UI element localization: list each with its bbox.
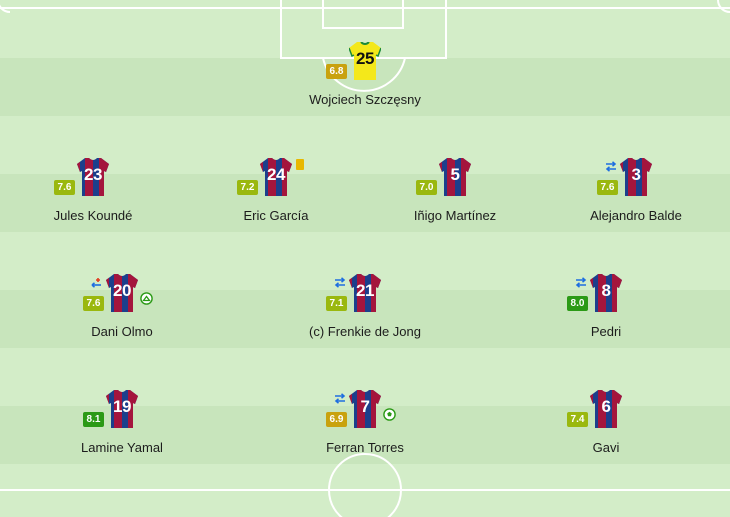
player-rating-badge: 7.6 bbox=[597, 180, 618, 195]
player-rating-badge: 7.0 bbox=[416, 180, 437, 195]
player-shirt[interactable]: 21 bbox=[349, 274, 381, 312]
player-shirt[interactable]: 3 bbox=[620, 158, 652, 196]
shirt-number: 21 bbox=[356, 281, 374, 300]
player-rating-badge: 7.4 bbox=[567, 412, 588, 427]
player-card[interactable]: 8 8.0 Pedri bbox=[506, 274, 706, 360]
substitution-icon bbox=[575, 275, 587, 288]
goal-icon bbox=[383, 408, 396, 421]
substitution-icon bbox=[334, 391, 346, 404]
player-shirt[interactable]: 23 bbox=[77, 158, 109, 196]
player-name[interactable]: Lamine Yamal bbox=[81, 440, 163, 455]
shirt-number: 8 bbox=[601, 281, 611, 300]
player-shirt[interactable]: 5 bbox=[439, 158, 471, 196]
player-rating-badge: 8.1 bbox=[83, 412, 104, 427]
player-rating-badge: 7.2 bbox=[237, 180, 258, 195]
player-name[interactable]: Dani Olmo bbox=[91, 324, 153, 339]
player-shirt[interactable]: 25 bbox=[349, 42, 381, 80]
shirt-number: 5 bbox=[450, 165, 460, 184]
player-rating-badge: 6.9 bbox=[326, 412, 347, 427]
team-shirt-icon bbox=[77, 158, 109, 196]
player-shirt[interactable]: 24 bbox=[260, 158, 292, 196]
player-name[interactable]: Iñigo Martínez bbox=[413, 208, 497, 223]
player-shirt[interactable]: 8 bbox=[590, 274, 622, 312]
player-rating-badge: 6.8 bbox=[326, 64, 347, 79]
assist-icon bbox=[140, 292, 153, 305]
player-card[interactable]: 21 7.1 (c) Frenkie de Jong bbox=[265, 274, 465, 360]
player-rating-badge: 7.6 bbox=[54, 180, 75, 195]
player-rating-badge: 8.0 bbox=[567, 296, 588, 311]
team-shirt-icon bbox=[349, 390, 381, 428]
shirt-number: 25 bbox=[356, 49, 374, 68]
shirt-number: 6 bbox=[601, 397, 611, 416]
player-card[interactable]: 3 7.6 Alejandro Balde bbox=[536, 158, 730, 244]
shirt-number: 7 bbox=[360, 397, 370, 416]
team-shirt-icon bbox=[260, 158, 292, 196]
substitution-icon bbox=[334, 275, 346, 288]
team-shirt-icon bbox=[590, 274, 622, 312]
player-name[interactable]: Ferran Torres bbox=[326, 440, 404, 455]
player-name[interactable]: Alejandro Balde bbox=[590, 208, 682, 223]
team-shirt-icon bbox=[349, 274, 381, 312]
team-shirt-icon bbox=[106, 274, 138, 312]
shirt-number: 24 bbox=[267, 165, 285, 184]
player-rating-badge: 7.6 bbox=[83, 296, 104, 311]
player-name[interactable]: Wojciech Szczęsny bbox=[309, 92, 421, 107]
team-shirt-icon bbox=[590, 390, 622, 428]
team-shirt-icon bbox=[620, 158, 652, 196]
player-name[interactable]: (c) Frenkie de Jong bbox=[309, 324, 421, 339]
player-name[interactable]: Gavi bbox=[592, 440, 620, 455]
player-name[interactable]: Jules Koundé bbox=[53, 208, 133, 223]
yellow-card-icon bbox=[296, 159, 304, 170]
shirt-number: 19 bbox=[113, 397, 131, 416]
team-shirt-icon bbox=[106, 390, 138, 428]
player-name[interactable]: Pedri bbox=[590, 324, 622, 339]
team-shirt-icon bbox=[439, 158, 471, 196]
shirt-number: 3 bbox=[631, 165, 641, 184]
goalkeeper-shirt-icon bbox=[349, 42, 381, 80]
player-shirt[interactable]: 7 bbox=[349, 390, 381, 428]
player-name[interactable]: Eric García bbox=[243, 208, 309, 223]
player-rating-badge: 7.1 bbox=[326, 296, 347, 311]
injury-substitution-icon bbox=[91, 275, 103, 288]
shirt-number: 23 bbox=[84, 165, 102, 184]
player-shirt[interactable]: 19 bbox=[106, 390, 138, 428]
player-shirt[interactable]: 6 bbox=[590, 390, 622, 428]
shirt-number: 20 bbox=[113, 281, 131, 300]
player-card[interactable]: 20 7.6 Dani Olmo bbox=[22, 274, 222, 360]
player-shirt[interactable]: 20 bbox=[106, 274, 138, 312]
substitution-icon bbox=[605, 159, 617, 172]
player-card[interactable]: 7 6.9 Ferran Torres bbox=[265, 390, 465, 476]
